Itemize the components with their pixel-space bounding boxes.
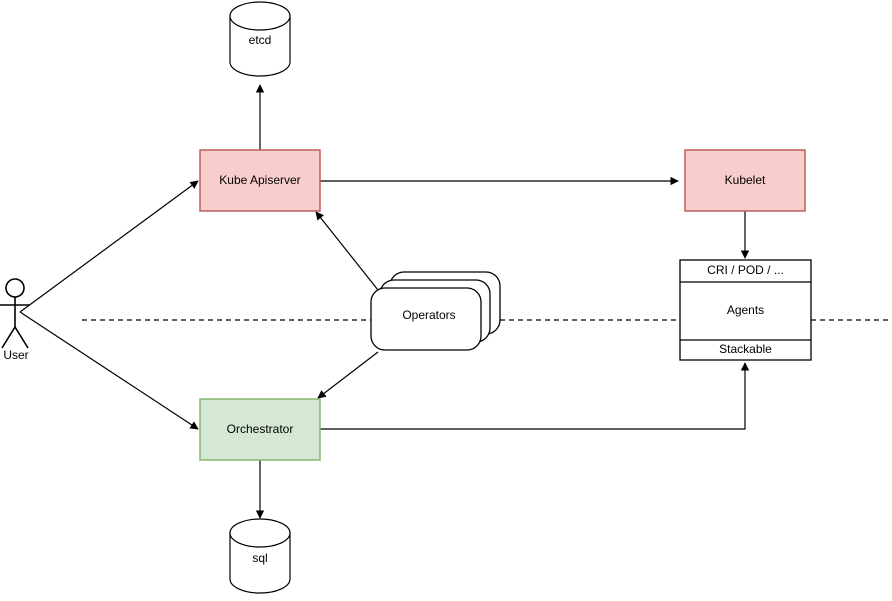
edge-user-to-orchestrator [19,311,199,430]
edge-user-to-kube-apiserver [19,180,199,313]
kube-apiserver-label: Kube Apiserver [219,173,300,187]
edge-operators-to-kube-apiserver [315,211,379,291]
kube-apiserver-node[interactable]: Kube Apiserver [199,149,321,212]
sql-label: sql [252,551,267,565]
sql-cylinder: sql [229,518,291,594]
etcd-label: etcd [249,33,272,47]
operators-node[interactable]: Operators [370,271,501,351]
operators-label: Operators [402,308,455,322]
agents-stackable-label: Stackable [719,342,772,356]
edge-operators-to-orchestrator [317,351,379,399]
orchestrator-label: Orchestrator [227,422,294,436]
user-label: User [3,348,28,362]
etcd-cylinder: etcd [229,1,291,77]
agents-label: Agents [727,303,764,317]
agents-node[interactable]: CRI / POD / ... Agents Stackable [679,259,812,361]
kubelet-node[interactable]: Kubelet [684,149,806,212]
edge-orchestrator-to-stackable [320,362,750,430]
orchestrator-node[interactable]: Orchestrator [199,398,321,461]
agents-cri-pod-label: CRI / POD / ... [707,263,784,277]
user-actor: User [0,278,30,362]
kubelet-label: Kubelet [725,173,766,187]
